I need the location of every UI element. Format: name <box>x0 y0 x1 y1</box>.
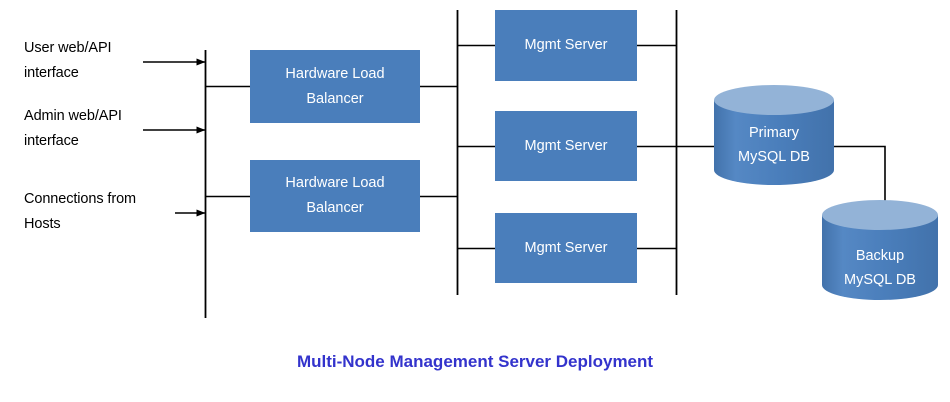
primary-mysql-db-label: Primary MySQL DB <box>738 125 810 165</box>
diagram-title: Multi-Node Management Server Deployment <box>296 352 654 371</box>
mgmt-server-3[interactable]: Mgmt Server <box>495 213 637 283</box>
mgmt-server-2[interactable]: Mgmt Server <box>495 111 637 181</box>
input-label-user-web-api: User web/API interface <box>24 40 112 81</box>
input-label-connections-from-hosts: Connections from Hosts <box>24 191 137 232</box>
backup-mysql-db-label: Backup MySQL DB <box>844 248 916 288</box>
cylinder-shape-icon <box>822 200 938 300</box>
cylinder-shape-icon <box>714 85 834 185</box>
mgmt-server-1[interactable]: Mgmt Server <box>495 10 637 81</box>
primary-mysql-db-cylinder[interactable]: Primary MySQL DB <box>714 85 834 185</box>
link-primary-to-backup-db <box>832 145 886 222</box>
hardware-load-balancer-2[interactable]: Hardware Load Balancer <box>250 160 420 232</box>
hardware-load-balancer-1[interactable]: Hardware Load Balancer <box>250 50 420 123</box>
input-label-admin-web-api: Admin web/API interface <box>24 108 122 149</box>
backup-mysql-db-cylinder[interactable]: Backup MySQL DB <box>822 200 938 300</box>
